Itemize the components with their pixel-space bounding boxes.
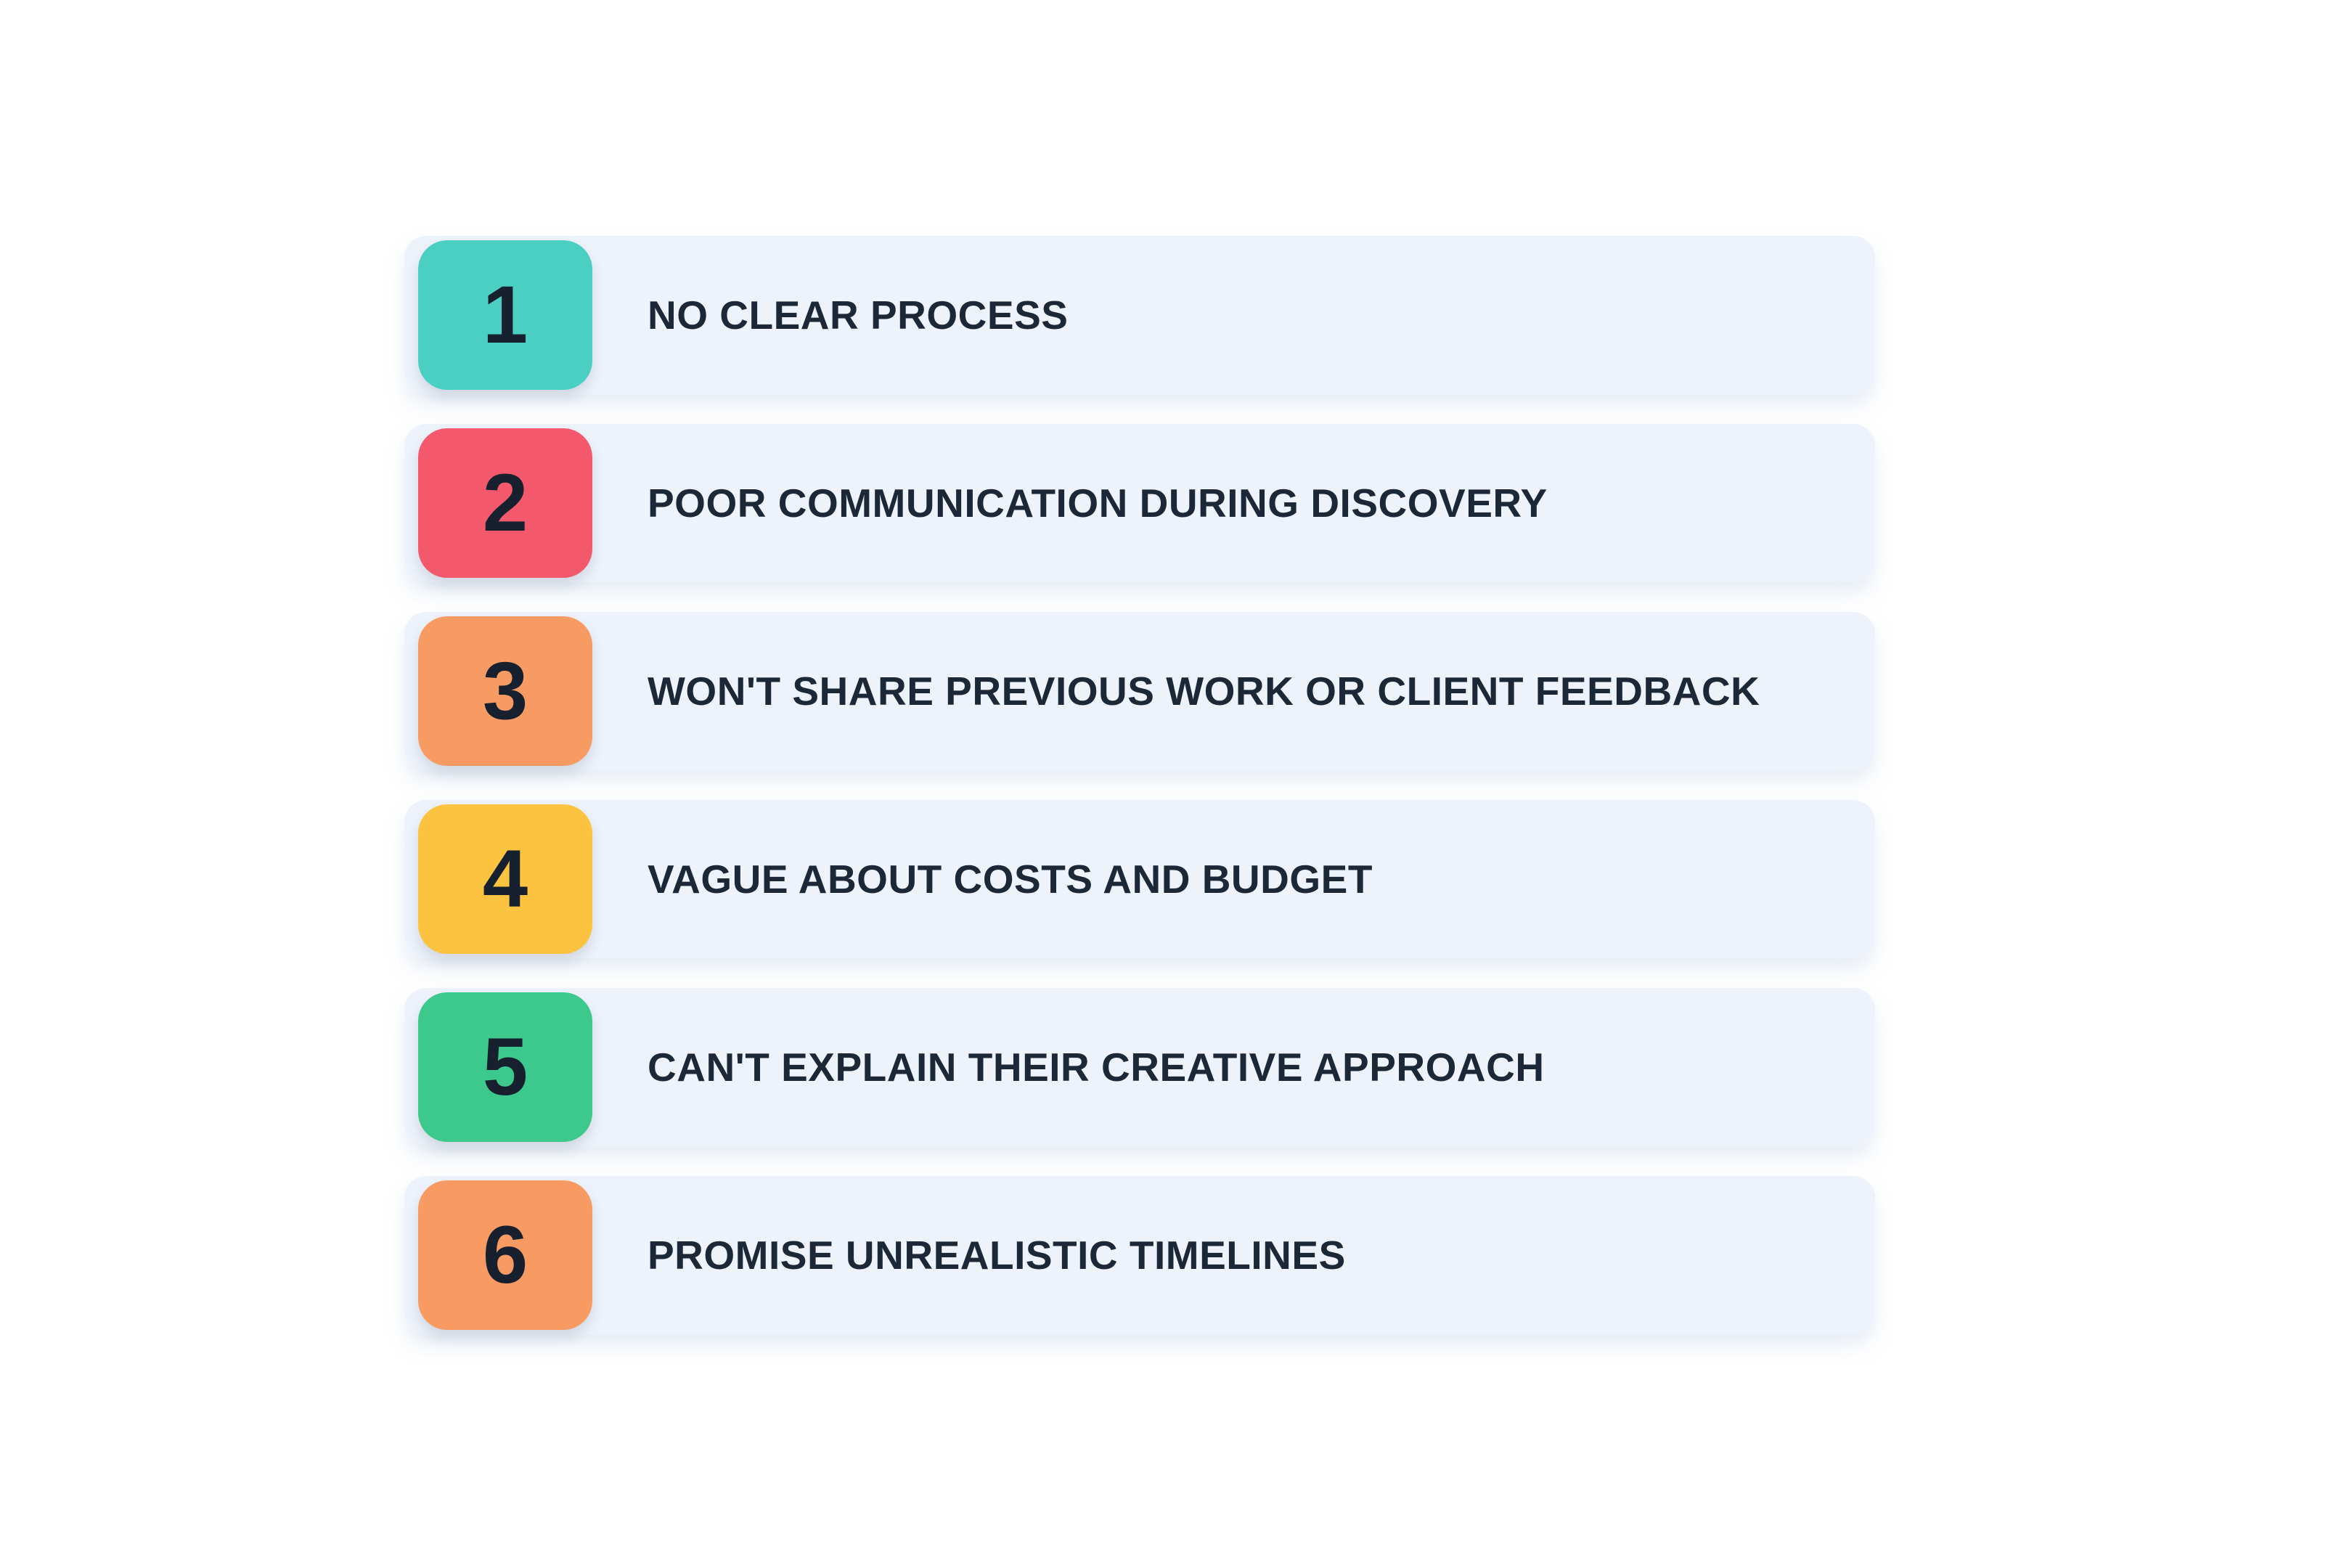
item-label: PROMISE UNREALISTIC TIMELINES — [648, 1233, 1346, 1278]
list-item: 6 PROMISE UNREALISTIC TIMELINES — [404, 1176, 1875, 1334]
item-number: 5 — [482, 1021, 528, 1112]
item-number-badge: 3 — [418, 616, 592, 766]
list-item: 1 NO CLEAR PROCESS — [404, 236, 1875, 394]
item-number: 4 — [482, 833, 528, 924]
item-number: 6 — [482, 1209, 528, 1300]
item-number: 2 — [482, 457, 528, 548]
list-item: 5 CAN'T EXPLAIN THEIR CREATIVE APPROACH — [404, 988, 1875, 1146]
item-number: 3 — [482, 645, 528, 736]
item-number-badge: 2 — [418, 428, 592, 578]
item-label: VAGUE ABOUT COSTS AND BUDGET — [648, 857, 1373, 902]
item-label: NO CLEAR PROCESS — [648, 293, 1069, 338]
item-number-badge: 5 — [418, 992, 592, 1142]
warning-signs-list: 1 NO CLEAR PROCESS 2 POOR COMMUNICATION … — [404, 236, 1875, 1364]
item-label: CAN'T EXPLAIN THEIR CREATIVE APPROACH — [648, 1045, 1545, 1090]
item-label: WON'T SHARE PREVIOUS WORK OR CLIENT FEED… — [648, 669, 1760, 714]
item-number: 1 — [482, 269, 528, 360]
item-number-badge: 4 — [418, 804, 592, 954]
item-label: POOR COMMUNICATION DURING DISCOVERY — [648, 481, 1548, 526]
list-item: 3 WON'T SHARE PREVIOUS WORK OR CLIENT FE… — [404, 612, 1875, 770]
item-number-badge: 6 — [418, 1180, 592, 1330]
list-item: 4 VAGUE ABOUT COSTS AND BUDGET — [404, 800, 1875, 958]
list-item: 2 POOR COMMUNICATION DURING DISCOVERY — [404, 424, 1875, 582]
item-number-badge: 1 — [418, 240, 592, 390]
